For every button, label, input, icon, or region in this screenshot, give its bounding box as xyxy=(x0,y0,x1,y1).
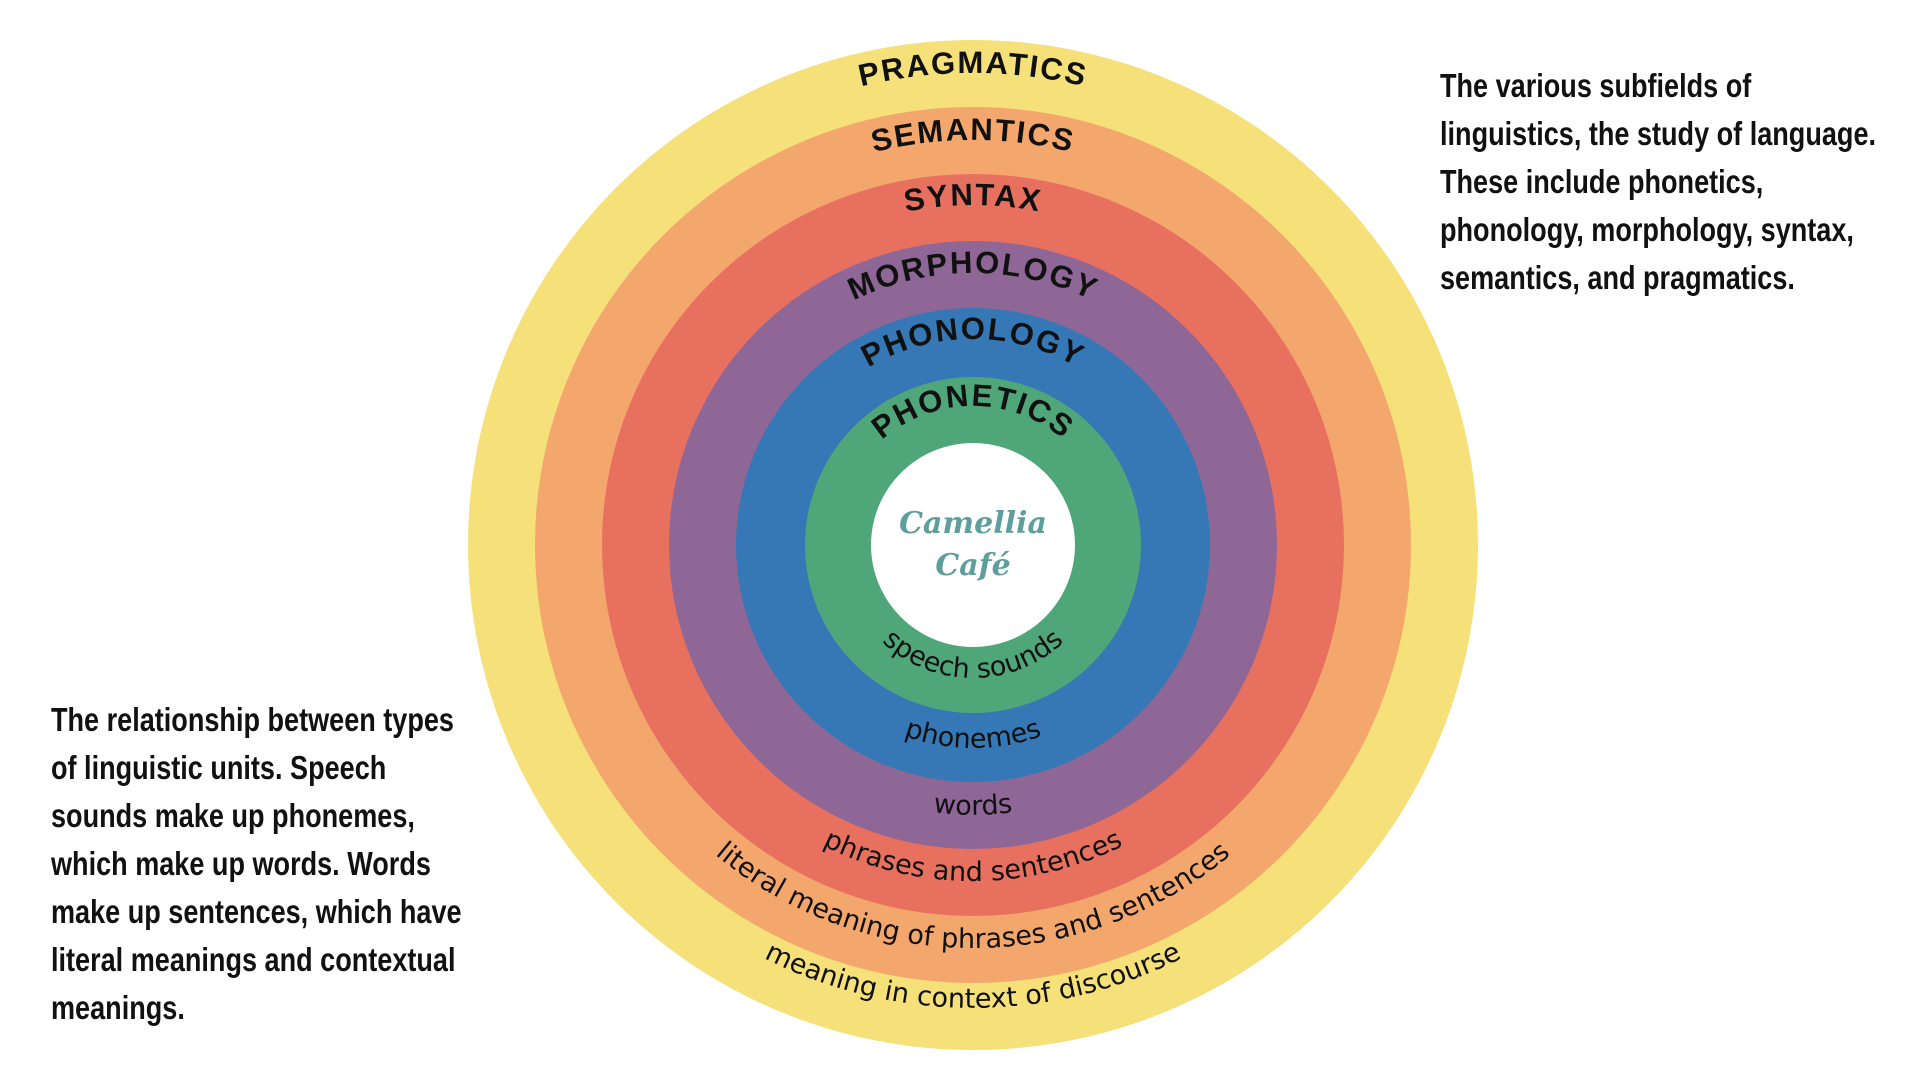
center-logo: Camellia Café xyxy=(871,443,1075,647)
linguistic-units-caption: The relationship between types of lingui… xyxy=(51,701,462,1026)
center-disc xyxy=(871,443,1075,647)
logo-line-2: Café xyxy=(935,548,1010,583)
subfields-caption: The various subfields of linguistics, th… xyxy=(1440,67,1877,296)
ring-unit-morphology: words xyxy=(932,788,1014,822)
ring-unit-text-morphology: words xyxy=(932,788,1014,822)
logo-line-1: Camellia xyxy=(899,506,1047,541)
